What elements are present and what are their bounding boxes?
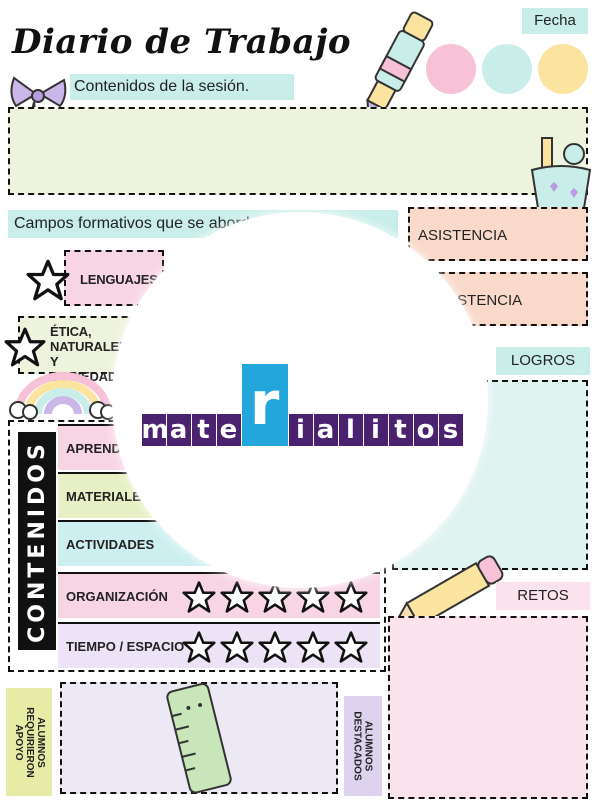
star-icon[interactable] <box>296 630 330 664</box>
color-dot-yellow <box>538 44 588 94</box>
rating-stars <box>182 630 368 664</box>
color-dot-pink <box>426 44 476 94</box>
contenidos-side-text: CONTENIDOS <box>24 439 50 643</box>
alumnos-destacados-text: ALUMNOS DESTACADOS <box>352 711 375 781</box>
star-icon[interactable] <box>258 580 292 614</box>
row-label: TIEMPO / ESPACIO <box>66 639 185 654</box>
star-icon[interactable] <box>334 580 368 614</box>
star-icon <box>4 327 46 367</box>
watermark-circle <box>112 212 488 588</box>
alumnos-requirieron-apoyo-label: ALUMNOS REQUIRIERON APOYO <box>6 688 52 796</box>
fecha-label: Fecha <box>522 8 588 34</box>
row-label: MATERIALES <box>66 489 150 504</box>
asistencia-field[interactable]: ASISTENCIA <box>408 207 588 261</box>
star-icon <box>26 259 70 301</box>
star-icon[interactable] <box>296 580 330 614</box>
star-icon[interactable] <box>182 630 216 664</box>
alumnos-destacados-label: ALUMNOS DESTACADOS <box>344 696 382 796</box>
star-icon[interactable] <box>220 580 254 614</box>
alumnos-requirieron-text: ALUMNOS REQUIRIERON APOYO <box>12 706 46 778</box>
row-tiempo-espacio[interactable]: TIEMPO / ESPACIO <box>58 622 380 668</box>
pencil-pot-icon <box>530 137 592 213</box>
ruler-icon <box>166 682 232 794</box>
star-icon[interactable] <box>182 580 216 614</box>
row-label: ORGANIZACIÓN <box>66 589 168 604</box>
pen-icon <box>366 11 434 121</box>
logros-label: LOGROS <box>496 347 590 375</box>
color-dot-mint <box>482 44 532 94</box>
rainbow-icon <box>9 372 116 420</box>
star-icon[interactable] <box>334 630 368 664</box>
row-label: ACTIVIDADES <box>66 537 155 552</box>
rating-stars <box>182 580 368 614</box>
page-title: Diario de Trabajo <box>12 22 352 62</box>
contenidos-side-label: CONTENIDOS <box>18 432 56 650</box>
campo-lenguajes-label: LENGUAJES <box>80 272 158 287</box>
session-content-label: Contenidos de la sesión. <box>70 74 294 100</box>
star-icon[interactable] <box>258 630 292 664</box>
retos-field[interactable] <box>388 616 588 799</box>
campo-lenguajes[interactable]: LENGUAJES <box>64 250 164 306</box>
star-icon[interactable] <box>220 630 254 664</box>
session-content-field[interactable] <box>8 107 588 195</box>
retos-label: RETOS <box>496 582 590 610</box>
